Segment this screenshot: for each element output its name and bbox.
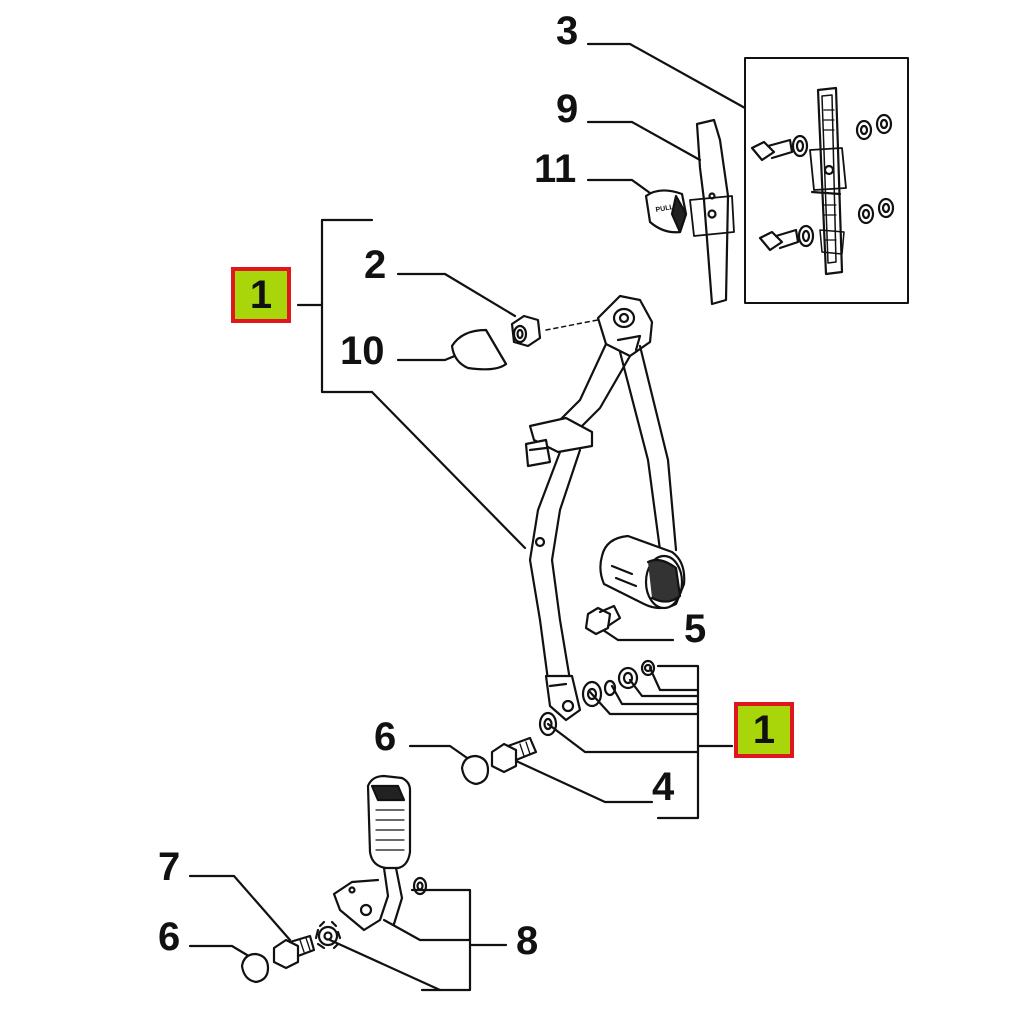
belt-assembly	[524, 294, 686, 722]
callout-8: 8	[516, 919, 538, 963]
bolt-4	[490, 736, 538, 774]
callout-1-left-label: 1	[249, 272, 273, 317]
callout-5: 5	[684, 607, 706, 651]
callout-6-bottom: 6	[158, 915, 180, 959]
buckle-assembly	[314, 774, 428, 950]
height-adjuster-bar	[689, 118, 735, 306]
highlight-callout-1-right[interactable]: 1	[734, 702, 794, 758]
leader-lines	[188, 42, 747, 992]
anchor-rail-inset	[744, 57, 909, 304]
bolt-5	[584, 604, 622, 636]
callout-10: 10	[340, 329, 385, 373]
callout-1-right-label: 1	[752, 707, 776, 752]
bolt-7	[272, 934, 316, 970]
nut-part	[510, 314, 609, 348]
cap-6-top	[460, 754, 490, 786]
highlight-callout-1-left[interactable]: 1	[231, 267, 291, 323]
callout-7: 7	[158, 845, 180, 889]
callout-11: 11	[534, 147, 576, 191]
pull-knob	[644, 189, 688, 234]
anchor-washers	[538, 659, 656, 737]
callout-2: 2	[364, 243, 386, 287]
callout-4: 4	[652, 765, 675, 809]
cap-6-bottom	[240, 952, 270, 984]
knob-pull-text: PULL	[655, 204, 675, 214]
callout-9: 9	[556, 87, 578, 131]
callout-3: 3	[556, 9, 578, 53]
callout-6-top: 6	[374, 715, 396, 759]
cover-cap	[450, 328, 508, 371]
